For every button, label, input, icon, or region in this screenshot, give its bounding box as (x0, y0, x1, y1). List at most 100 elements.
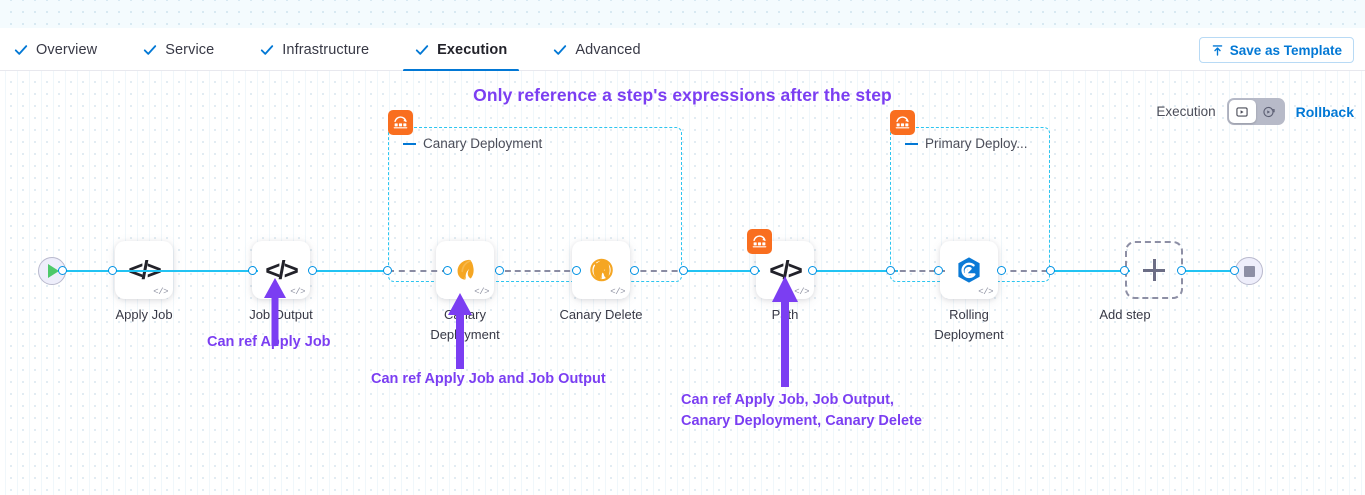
port-job-output-in[interactable] (308, 266, 317, 275)
plus-icon (1143, 259, 1165, 281)
step-group-canary-deployment[interactable]: Canary Deployment (388, 110, 682, 282)
connector-add-step-to-end (1180, 269, 1250, 272)
check-icon (415, 44, 429, 55)
port-canary-group-out[interactable] (679, 266, 688, 275)
step-node-label: Apply Job (115, 307, 173, 322)
execution-play-box-icon (1236, 106, 1248, 117)
up-arrow-icon (448, 293, 472, 369)
connector-rolling-deployment-to-group-out (1000, 269, 1058, 272)
port-path-out[interactable] (808, 266, 817, 275)
connector-canary-deployment-to-canary-delete (495, 269, 580, 272)
tab-overview[interactable]: Overview (14, 28, 115, 71)
tab-label: Infrastructure (282, 41, 370, 58)
rollback-play-circle-icon (1263, 106, 1275, 117)
port-apply-job-in[interactable] (108, 266, 117, 275)
port-end-in[interactable] (1230, 266, 1239, 275)
connector-start-to-apply-job (62, 269, 120, 272)
port-primary-group-out[interactable] (1046, 266, 1055, 275)
connector-canary-group-to-path (680, 269, 760, 272)
toggle-execution-button[interactable] (1228, 100, 1256, 123)
add-step-label: Add step (1099, 307, 1151, 322)
port-apply-job-out[interactable] (248, 266, 257, 275)
check-icon (144, 44, 157, 55)
port-add-step-in[interactable] (1120, 266, 1129, 275)
port-add-step-out[interactable] (1177, 266, 1186, 275)
port-start-out[interactable] (58, 266, 67, 275)
canary-delete-icon (590, 258, 613, 282)
code-mini-icon: </> (290, 287, 305, 297)
port-path-in[interactable] (750, 266, 759, 275)
annotation-text-1: Can ref Apply Job (207, 334, 331, 350)
port-job-output-out[interactable] (383, 266, 392, 275)
port-canary-deployment-in[interactable] (443, 266, 452, 275)
toggle-rollback-button[interactable] (1256, 100, 1283, 123)
pipeline-canvas[interactable]: Only reference a step's expressions afte… (0, 71, 1365, 495)
tab-list: Overview Service Infrastructure Executio… (14, 28, 687, 72)
stop-end-icon (1243, 265, 1255, 277)
connector-primary-group-to-add-step (1048, 269, 1130, 272)
pipeline-tabbar: Overview Service Infrastructure Executio… (0, 28, 1365, 72)
connector-canary-delete-to-group-out (630, 269, 688, 272)
tab-label: Execution (437, 41, 508, 58)
code-mini-icon: </> (610, 287, 625, 297)
tab-label: Service (165, 41, 215, 58)
connector-group-in-to-canary-deployment (388, 269, 448, 272)
step-node-label: Rolling Deployment (934, 307, 1004, 343)
port-primary-group-in[interactable] (886, 266, 895, 275)
step-group-primary-deployment[interactable]: Primary Deploy... (890, 110, 1050, 282)
step-card[interactable]: </> </> (747, 229, 814, 299)
collapse-dash-icon[interactable] (905, 142, 918, 145)
tab-label: Advanced (575, 41, 641, 58)
port-rolling-deployment-in[interactable] (934, 266, 943, 275)
tab-label: Overview (36, 41, 98, 58)
connector-job-output-to-canary-group (313, 269, 393, 272)
shell-script-code-icon: </> (265, 254, 299, 285)
step-group-header-canary[interactable]: Canary Deployment (403, 136, 542, 151)
code-mini-icon: </> (794, 287, 809, 297)
step-card[interactable]: </> (940, 241, 998, 299)
tab-infrastructure[interactable]: Infrastructure (260, 28, 387, 71)
execution-label: Execution (1156, 104, 1216, 119)
port-canary-delete-in[interactable] (572, 266, 581, 275)
tab-execution[interactable]: Execution (403, 28, 525, 72)
step-node-label: Canary Delete (559, 307, 643, 322)
connector-group-in-to-rolling-deployment (890, 269, 945, 272)
step-card[interactable]: </> (572, 241, 630, 299)
save-as-template-button[interactable]: Save as Template (1198, 37, 1354, 63)
step-card[interactable]: </> </> (252, 241, 310, 299)
connector-apply-job-to-job-output (113, 269, 258, 272)
execution-rollback-toggle[interactable] (1226, 98, 1285, 125)
execution-rollback-toolbar: Execution Rollback (1156, 98, 1354, 125)
upload-template-icon (1212, 44, 1222, 56)
step-group-icon (890, 110, 915, 135)
annotation-text-2: Can ref Apply Job and Job Output (371, 371, 606, 387)
code-mini-icon: </> (978, 287, 993, 297)
check-icon (261, 44, 274, 55)
step-node-job-output[interactable]: </> </> Job Output (249, 241, 313, 322)
rolling-deployment-icon (958, 257, 980, 283)
check-icon (14, 44, 28, 55)
step-group-header-primary[interactable]: Primary Deploy... (905, 136, 1028, 151)
step-node-canary-delete[interactable]: </> Canary Delete (559, 241, 643, 322)
tab-advanced[interactable]: Advanced (553, 28, 658, 71)
play-start-icon (48, 264, 59, 278)
port-rolling-deployment-out[interactable] (997, 266, 1006, 275)
up-arrow-icon (264, 278, 286, 346)
port-canary-delete-out[interactable] (630, 266, 639, 275)
connector-path-to-primary-group (813, 269, 898, 272)
add-step-button[interactable] (1125, 241, 1183, 299)
port-canary-deployment-out[interactable] (495, 266, 504, 275)
step-node-rolling-deployment[interactable]: </> Rolling Deployment (934, 241, 1004, 342)
up-arrow-icon (772, 276, 798, 387)
canary-bird-icon (457, 259, 474, 280)
step-group-icon (747, 229, 772, 254)
step-node-path[interactable]: </> </> Path (747, 229, 814, 322)
tab-service[interactable]: Service (143, 28, 232, 71)
pipeline-end-node[interactable] (1235, 257, 1263, 285)
canvas-top-strip (0, 0, 1365, 28)
collapse-dash-icon[interactable] (403, 142, 416, 145)
rollback-button[interactable]: Rollback (1295, 103, 1354, 120)
check-icon (554, 44, 567, 55)
step-node-label: Job Output (249, 307, 313, 322)
step-group-icon (388, 110, 413, 135)
